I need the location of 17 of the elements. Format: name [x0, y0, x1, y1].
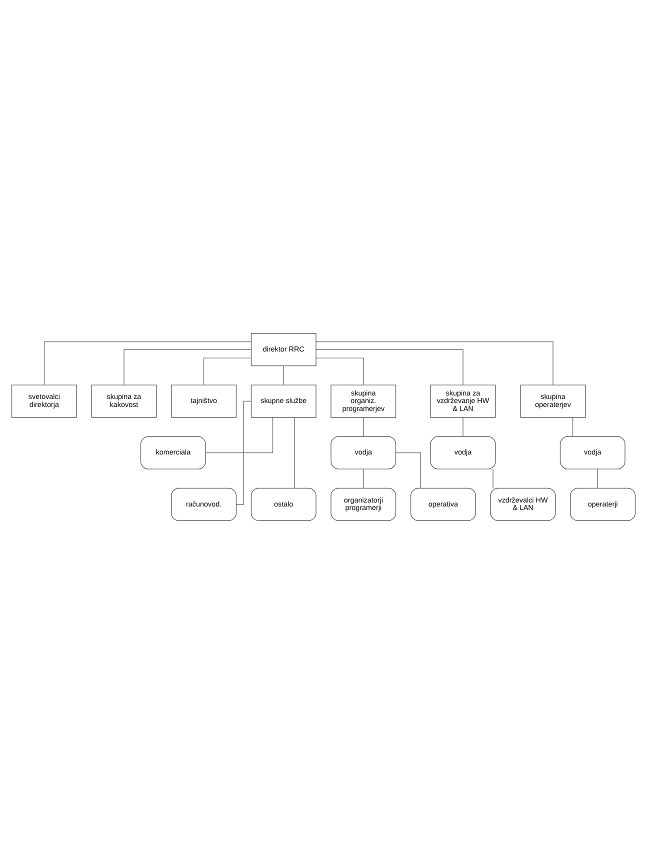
connector: [492, 468, 494, 488]
connector: [597, 468, 598, 488]
connector: [44, 341, 252, 385]
connector: [316, 348, 464, 385]
connector: [363, 416, 364, 436]
connector: [294, 416, 295, 488]
connector: [363, 468, 364, 488]
connector: [316, 357, 364, 385]
connector: [283, 365, 284, 385]
connector: [396, 452, 421, 488]
connector: [462, 416, 464, 436]
connector: [572, 416, 574, 436]
connector: [236, 400, 252, 504]
connector: [206, 416, 274, 453]
connector: [124, 348, 252, 385]
connector: [316, 341, 554, 385]
connector: [204, 357, 252, 385]
